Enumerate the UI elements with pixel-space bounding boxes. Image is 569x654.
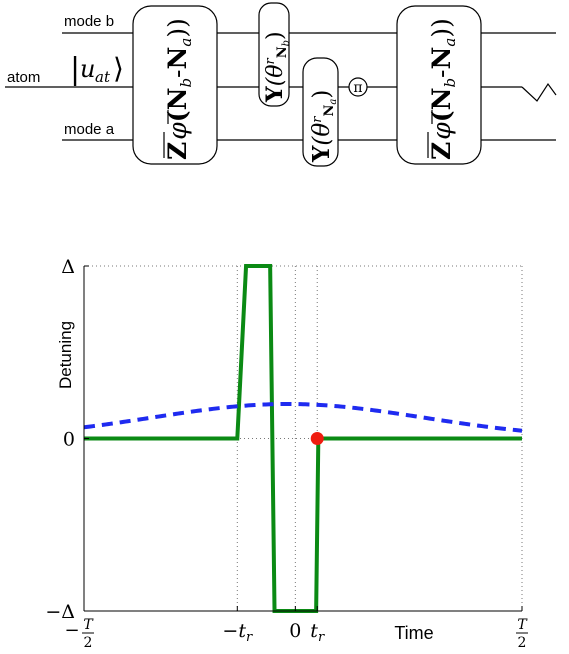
y-tick-label-2: −Δ	[45, 601, 75, 623]
gate-y-rotation-b: Y(θrNb)	[258, 2, 292, 107]
gate-yb-close: )	[263, 31, 288, 40]
gate-yb-arg: (θ	[263, 64, 288, 86]
gate-z2-phi: φ	[427, 122, 456, 140]
svg-text:2: 2	[518, 635, 527, 651]
gate-ya-base: Y	[308, 145, 335, 163]
gate-yb-sup: r	[263, 57, 278, 64]
gate-yb-sub: b	[281, 40, 292, 46]
gate-y-rotation-a: Y(θrNa)	[302, 57, 339, 167]
x-tick-label-3: tr	[310, 620, 325, 645]
gate-z2-op: -	[427, 69, 456, 77]
pi-label: π	[353, 80, 362, 96]
gate-z1-sub1: b	[177, 78, 195, 88]
series-solid-pulse	[84, 264, 522, 613]
gate-z1-sub2: a	[177, 38, 195, 47]
atom-state-ket: | u at ⟩	[70, 52, 124, 87]
ket-symbol: u	[80, 55, 95, 83]
gate-z2-base: Z	[427, 142, 456, 160]
y-axis-label: Detuning	[56, 321, 75, 389]
y-tick-label-0: Δ	[61, 256, 75, 278]
svg-text:Y(θrNa): Y(θrNa)	[308, 90, 339, 163]
gate-z1-expr: (N	[163, 88, 192, 123]
series-dashed-gaussian	[83, 402, 523, 433]
ket-open-bar: |	[70, 52, 80, 87]
gate-z1-phi: φ	[163, 122, 192, 140]
gate-z1-op: -	[163, 69, 192, 77]
x-tick-label-0: −T 2	[64, 617, 94, 651]
x-tick-label-4: T2	[516, 617, 528, 651]
y-tick-label-1: 0	[63, 429, 75, 451]
gate-z2-sub2: a	[441, 38, 459, 47]
svg-text:T: T	[517, 617, 528, 633]
ket-subscript: at	[95, 68, 111, 86]
gate-ya-n: N	[322, 105, 337, 117]
gate-ya-arg: (θ	[309, 123, 335, 146]
svg-text:Y(θrNb): Y(θrNb)	[262, 31, 292, 103]
gate-z2-n2: N	[427, 47, 456, 70]
label-mode-b: mode b	[64, 13, 114, 30]
pi-pulse-gate: π	[348, 77, 368, 97]
x-tick-label-2: 0	[289, 620, 301, 642]
gate-z2-expr: (N	[427, 88, 456, 123]
quantum-circuit: mode b atom mode a | u at ⟩ Zφ(Nb-Na))	[5, 2, 557, 167]
x-axis-label: Time	[394, 623, 433, 643]
series-marker-point	[310, 432, 324, 445]
gate-yb-n: N	[275, 46, 290, 58]
plot-series	[83, 264, 523, 613]
svg-text:2: 2	[84, 635, 93, 651]
gate-z-phase-1: Zφ(Nb-Na))	[132, 5, 218, 165]
gate-z1-base: Z	[163, 142, 192, 160]
plot-marker	[310, 432, 324, 445]
wire-atom-zigzag	[521, 82, 557, 102]
svg-text:−: −	[64, 620, 79, 641]
gate-z-phase-2: Zφ(Nb-Na))	[396, 5, 482, 165]
gate-z1-close: ))	[163, 18, 192, 38]
gate-ya-close: )	[309, 90, 335, 99]
svg-text:T: T	[83, 617, 94, 633]
gate-yb-base: Y	[262, 86, 288, 103]
gate-z1-n2: N	[163, 47, 192, 70]
gate-ya-sub: a	[328, 99, 339, 105]
x-tick-label-1: −tr	[222, 620, 253, 645]
label-atom: atom	[7, 69, 40, 86]
ket-close: ⟩	[113, 52, 124, 85]
label-mode-a: mode a	[64, 121, 115, 138]
gate-ya-sup: r	[310, 116, 325, 123]
gate-z2-sub1: b	[441, 78, 459, 88]
gate-z2-close: ))	[427, 18, 456, 38]
